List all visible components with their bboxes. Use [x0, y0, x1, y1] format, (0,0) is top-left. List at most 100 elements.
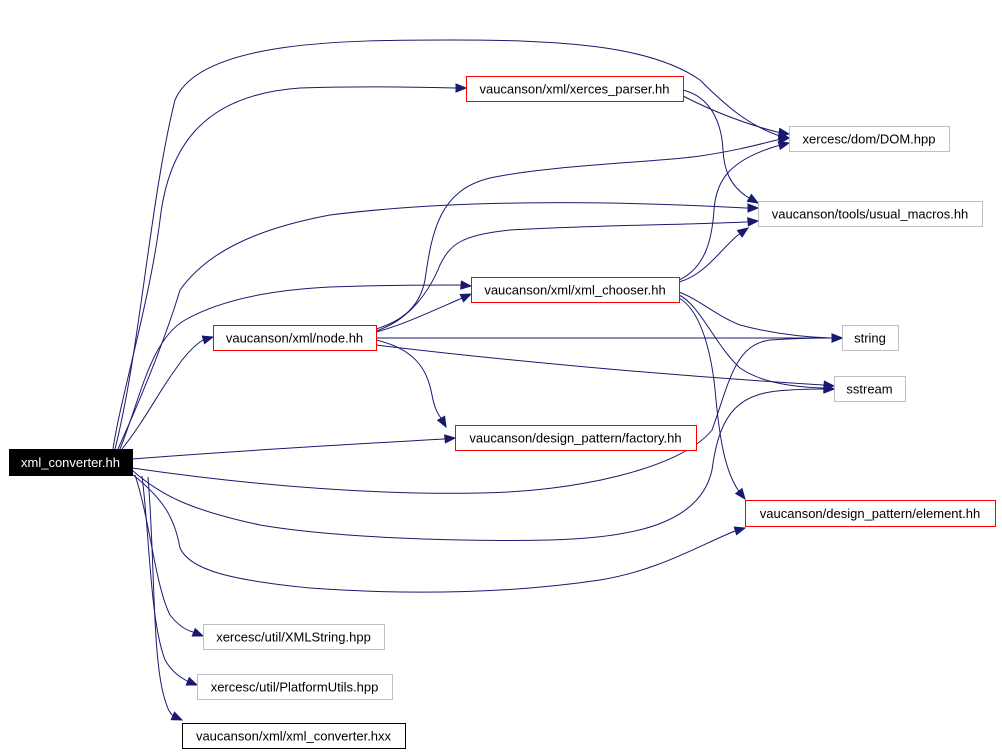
edge-line: [682, 89, 747, 197]
node-element[interactable]: vaucanson/design_pattern/element.hh: [745, 500, 996, 527]
edge-line: [134, 474, 194, 633]
edge-root-to-converter_hxx: [147, 476, 184, 721]
node-label: xercesc/util/PlatformUtils.hpp: [211, 680, 379, 695]
node-platformutils[interactable]: xercesc/util/PlatformUtils.hpp: [197, 674, 393, 700]
edge-line: [112, 86, 456, 450]
node-xml_chooser[interactable]: vaucanson/xml/xml_chooser.hh: [471, 277, 680, 303]
node-converter_hxx[interactable]: vaucanson/xml/xml_converter.hxx: [182, 723, 406, 749]
node-label: vaucanson/design_pattern/element.hh: [760, 506, 980, 521]
node-box: [789, 126, 950, 152]
edge-node-to-xml_chooser: [375, 293, 473, 333]
arrowhead: [170, 711, 184, 721]
edge-line: [114, 39, 778, 450]
edge-line: [375, 221, 747, 332]
node-label: string: [854, 331, 886, 346]
arrowhead: [823, 383, 836, 393]
edge-node-to-string: [375, 333, 844, 343]
arrowhead: [201, 335, 215, 345]
edge-line: [678, 291, 832, 339]
node-box: [213, 325, 377, 351]
edge-line: [131, 388, 824, 541]
node-label: vaucanson/tools/usual_macros.hh: [772, 207, 969, 222]
edge-xml_chooser-to-string: [678, 291, 844, 343]
edge-line: [375, 344, 824, 386]
arrowhead: [777, 140, 791, 151]
edge-line: [131, 473, 736, 593]
edge-line: [682, 95, 778, 133]
edge-root-to-dom: [114, 39, 791, 450]
arrowhead: [733, 526, 747, 536]
node-label: vaucanson/xml/xml_chooser.hh: [484, 283, 665, 298]
edge-root-to-sstream: [131, 384, 836, 541]
node-node[interactable]: vaucanson/xml/node.hh: [213, 325, 377, 351]
node-label: vaucanson/xml/xml_converter.hxx: [196, 729, 392, 744]
node-factory[interactable]: vaucanson/design_pattern/factory.hh: [455, 425, 697, 451]
node-box: [745, 500, 996, 527]
node-box: [842, 325, 899, 351]
edge-line: [375, 139, 778, 330]
node-box: [758, 201, 983, 227]
edge-line: [131, 438, 445, 460]
arrowhead: [455, 83, 468, 93]
edge-line: [678, 145, 778, 281]
node-dom[interactable]: xercesc/dom/DOM.hpp: [789, 126, 950, 152]
arrowhead: [736, 227, 750, 238]
edge-root-to-usual_macros: [117, 202, 760, 450]
node-string[interactable]: string: [842, 325, 899, 351]
node-label: xml_converter.hh: [21, 455, 120, 470]
arrowhead: [460, 280, 473, 290]
edge-root-to-xml_chooser: [119, 280, 473, 450]
edge-root-to-platformutils: [141, 475, 199, 686]
edge-xerces_parser-to-usual_macros: [682, 89, 760, 204]
edge-node-to-sstream: [375, 344, 836, 390]
arrowhead: [444, 434, 457, 444]
node-usual_macros[interactable]: vaucanson/tools/usual_macros.hh: [758, 201, 983, 227]
edge-line: [678, 297, 739, 491]
arrowhead: [747, 217, 760, 227]
edge-root-to-factory: [131, 434, 457, 460]
edge-line: [147, 476, 174, 717]
node-root[interactable]: xml_converter.hh: [9, 449, 133, 476]
node-box: [466, 76, 684, 102]
arrowhead: [185, 676, 199, 686]
node-sstream[interactable]: sstream: [834, 376, 906, 402]
edges-layer: [112, 39, 844, 721]
node-label: vaucanson/design_pattern/factory.hh: [469, 431, 681, 446]
edge-line: [117, 202, 747, 450]
node-box: [9, 449, 133, 476]
node-xmlstring[interactable]: xercesc/util/XMLString.hpp: [203, 624, 385, 650]
edge-line: [119, 284, 461, 450]
node-label: vaucanson/xml/xerces_parser.hh: [479, 82, 669, 97]
node-label: xercesc/util/XMLString.hpp: [216, 630, 371, 645]
edge-root-to-xmlstring: [134, 474, 205, 637]
node-label: vaucanson/xml/node.hh: [226, 331, 363, 346]
arrowhead: [191, 627, 205, 637]
node-box: [197, 674, 393, 700]
arrowhead: [436, 415, 447, 429]
edge-line: [375, 298, 461, 333]
edge-xml_chooser-to-usual_macros: [678, 227, 750, 283]
edge-xml_chooser-to-element: [678, 297, 746, 501]
edge-node-to-usual_macros: [375, 217, 760, 332]
edge-line: [131, 337, 832, 494]
arrowhead: [777, 127, 791, 137]
edge-xml_chooser-to-dom: [678, 140, 791, 281]
edge-line: [678, 294, 824, 389]
arrowhead: [747, 203, 760, 213]
edge-xerces_parser-to-dom: [682, 95, 791, 137]
edge-root-to-node: [121, 335, 215, 450]
arrowhead: [459, 293, 473, 303]
node-box: [455, 425, 697, 451]
edge-node-to-factory: [375, 339, 447, 429]
edge-line: [121, 339, 204, 450]
edge-line-end: [745, 195, 750, 199]
node-label: xercesc/dom/DOM.hpp: [803, 132, 936, 147]
node-box: [203, 624, 385, 650]
nodes-layer: xml_converter.hh vaucanson/xml/xerces_par…: [9, 76, 996, 749]
node-xerces_parser[interactable]: vaucanson/xml/xerces_parser.hh: [466, 76, 684, 102]
edge-line: [141, 475, 188, 682]
edge-line: [678, 234, 739, 283]
node-box: [471, 277, 680, 303]
arrowhead: [746, 193, 760, 204]
